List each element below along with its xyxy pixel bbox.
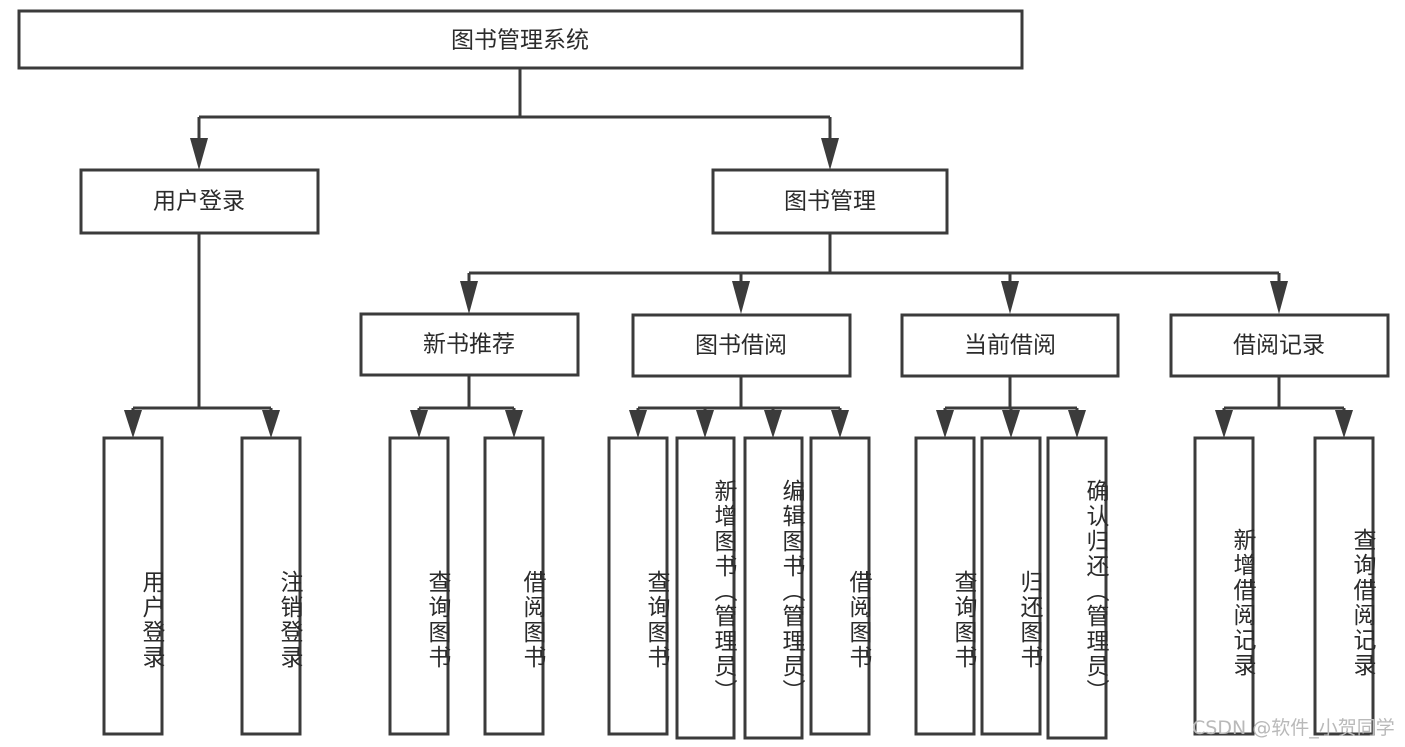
node-root-box[interactable] (17, 9, 1024, 70)
arrow-to-new-book-recommend (460, 281, 478, 314)
leaf-query-book-2-box[interactable] (607, 436, 669, 736)
node-current-borrow-label: 当前借阅 (964, 333, 1056, 359)
node-book-manage-box[interactable] (711, 168, 949, 235)
node-book-manage[interactable]: 图书管理 (711, 168, 949, 235)
arrow-leaf-add-book (696, 410, 714, 438)
node-book-borrow-label: 图书借阅 (695, 333, 787, 359)
arrow-to-book-manage (821, 138, 839, 170)
leaf-return-book-box[interactable] (980, 436, 1042, 736)
leaf-add-book-box[interactable] (675, 436, 736, 740)
leaf-query-record-box[interactable] (1313, 436, 1375, 736)
node-current-borrow-box[interactable] (900, 313, 1120, 378)
leaf-add-record-box[interactable] (1193, 436, 1255, 736)
arrow-to-current-borrow (1001, 281, 1019, 314)
arrow-leaf-return-book (1002, 410, 1020, 438)
nodes-layer: 图书管理系统 用户登录 图书管理 新书推荐 图书借阅 (17, 9, 1390, 740)
arrow-leaf-confirm-return (1068, 410, 1086, 438)
node-current-borrow[interactable]: 当前借阅 (900, 313, 1120, 378)
node-root-label: 图书管理系统 (451, 28, 589, 54)
node-borrow-record[interactable]: 借阅记录 (1169, 313, 1390, 378)
leaf-confirm-return-box[interactable] (1046, 436, 1108, 740)
leaf-logout-login-box[interactable] (240, 436, 302, 736)
arrow-leaf-query-book-3 (936, 410, 954, 438)
node-borrow-record-box[interactable] (1169, 313, 1390, 378)
leaf-edit-book-box[interactable] (743, 436, 804, 740)
node-new-book-recommend[interactable]: 新书推荐 (359, 312, 580, 377)
arrow-leaf-add-record (1215, 410, 1233, 438)
leaf-query-book-1-box[interactable] (388, 436, 450, 736)
leaf-user-login-box[interactable] (102, 436, 164, 736)
leaf-query-book-3-box[interactable] (914, 436, 976, 736)
node-borrow-record-label: 借阅记录 (1233, 333, 1325, 359)
arrow-leaf-query-book-2 (629, 410, 647, 438)
node-user-login-box[interactable] (79, 168, 320, 235)
node-root[interactable]: 图书管理系统 (17, 9, 1024, 70)
node-user-login-label: 用户登录 (153, 189, 245, 215)
arrow-to-book-borrow (732, 281, 750, 314)
leaf-borrow-book-1-box[interactable] (483, 436, 545, 736)
arrow-to-user-login (190, 138, 208, 170)
arrow-leaf-logout-login (262, 410, 280, 438)
leaf-borrow-book-2-box[interactable] (809, 436, 871, 736)
node-book-borrow[interactable]: 图书借阅 (631, 313, 852, 378)
arrow-leaf-user-login (124, 410, 142, 438)
node-book-borrow-box[interactable] (631, 313, 852, 378)
arrow-leaf-query-record (1335, 410, 1353, 438)
edges-layer (124, 68, 1353, 438)
arrow-to-borrow-record (1270, 281, 1288, 314)
node-book-manage-label: 图书管理 (784, 189, 876, 215)
node-new-book-recommend-box[interactable] (359, 312, 580, 377)
arrow-leaf-edit-book (764, 410, 782, 438)
arrow-leaf-query-book-1 (410, 410, 428, 438)
node-new-book-recommend-label: 新书推荐 (423, 332, 515, 358)
arrow-leaf-borrow-book-2 (831, 410, 849, 438)
node-user-login[interactable]: 用户登录 (79, 168, 320, 235)
arrow-leaf-borrow-book-1 (505, 410, 523, 438)
csdn-watermark: CSDN @软件_小贺同学 (1192, 717, 1395, 739)
